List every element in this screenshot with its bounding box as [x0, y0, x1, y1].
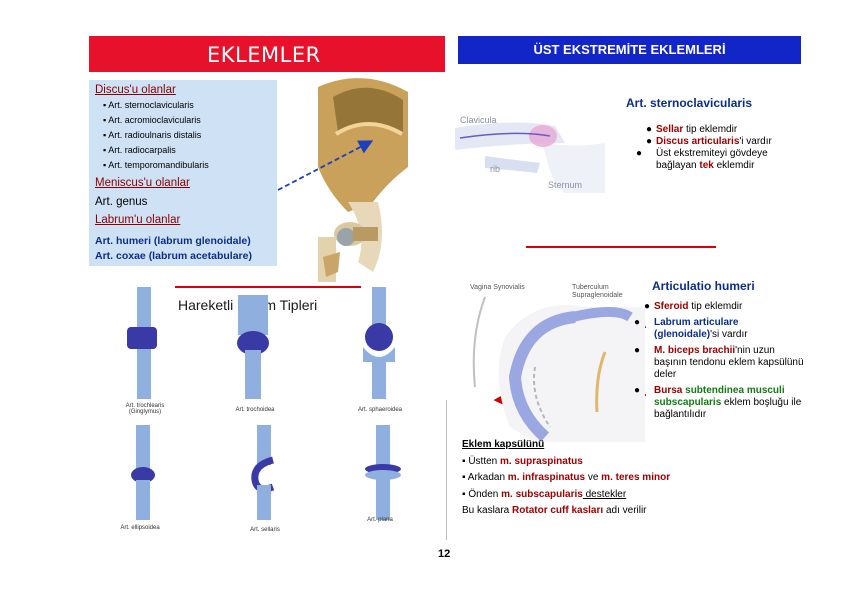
tuberculum-label: Tuberculum Supraglenoidale [572, 284, 623, 299]
shoulder-joint-illustration: Vagina Synovialis [470, 284, 645, 442]
list-item: Art. radiocarpalis [103, 143, 209, 158]
list-item: ▪ Önden m. subscapularis destekler [462, 488, 627, 500]
clavicula-label: Clavicula [460, 115, 497, 125]
humeri-bullets: ●Sferoid tip eklemdir ●Labrum articulare… [634, 301, 804, 421]
list-item: Art. temporomandibularis [103, 158, 209, 173]
hinge-joint-icon [127, 287, 157, 399]
humeri-title: Articulatio humeri [652, 279, 755, 293]
list-item: Art. acromioclavicularis [103, 113, 209, 128]
header-right-banner: ÜST EKSTREMİTE EKLEMLERİ [458, 36, 801, 64]
sterno-title: Art. sternoclavicularis [626, 96, 753, 110]
caption: Art. trochoidea [235, 407, 275, 413]
page-number: 12 [438, 548, 451, 560]
ellipsoid-joint-icon [131, 425, 155, 520]
list-item: ●Sellar tip eklemdir [646, 124, 738, 135]
meniscus-title: Meniscus'u olanlar [95, 177, 190, 189]
caption: Art. trochlearis (Ginglymus) [125, 403, 165, 415]
discus-list: Art. sternoclavicularis Art. acromioclav… [103, 98, 209, 173]
labrum-item: Art. humeri (labrum glenoidale) [95, 235, 251, 247]
list-item: ▪ Üstten m. supraspinatus [462, 455, 583, 467]
list-item: ●Sferoid tip eklemdir [644, 301, 743, 312]
sterno-bullets: ●Sellar tip eklemdir ●Discus articularis… [636, 124, 796, 172]
sternoclavicular-illustration: Clavicula rib Sternum [455, 115, 605, 193]
list-item: ●M. biceps brachii'nin uzun başının tend… [634, 345, 804, 380]
list-item: ▪ Arkadan m. infraspinatus ve m. teres m… [462, 472, 671, 483]
capsule-title: Eklem kapsülünü [462, 439, 545, 450]
saddle-joint-icon [251, 425, 275, 520]
sternum-label: Sternum [548, 180, 582, 190]
caption: Art. plana [367, 517, 393, 523]
list-item: ●Üst ekstremiteyi gövdeye bağlayan tek e… [636, 148, 768, 171]
caption: Art. sellaris [250, 527, 280, 533]
divider [526, 246, 716, 248]
plane-joint-icon [365, 425, 401, 520]
section-title: ÜST EKSTREMİTE EKLEMLERİ [533, 42, 726, 57]
list-item: Art. sternoclavicularis [103, 98, 209, 113]
vertical-divider [446, 400, 447, 540]
list-item: ●Labrum articulare (glenoidale)'si vardı… [634, 317, 748, 340]
page-title: EKLEMLER [207, 43, 321, 67]
rib-label: rib [490, 164, 500, 174]
joint-types-panel: Art. trochlearis (Ginglymus) Art. trocho… [105, 275, 435, 540]
caption: Art. ellipsoidea [120, 525, 160, 531]
list-item: ●Bursa subtendinea musculi subscapularis… [634, 385, 802, 420]
divider [175, 286, 361, 288]
capsule-text: Eklem kapsülünü ▪ Üstten m. supraspinatu… [462, 437, 772, 520]
header-left-banner: EKLEMLER [89, 36, 445, 72]
labrum-title: Labrum'u olanlar [95, 214, 181, 226]
list-item: Bu kaslara Rotator cuff kasları adı veri… [462, 505, 647, 516]
vagina-label: Vagina Synovialis [470, 284, 525, 291]
list-item: ●Discus articularis'i vardır [646, 136, 772, 147]
ball-joint-icon [363, 287, 395, 399]
labrum-item: Art. coxae (labrum acetabulare) [95, 250, 252, 262]
discus-title: Discus'u olanlar [95, 84, 176, 96]
meniscus-item: Art. genus [95, 196, 148, 208]
pivot-joint-icon [237, 295, 269, 399]
list-item: Art. radioulnaris distalis [103, 128, 209, 143]
caption: Art. sphaeroidea [357, 407, 403, 413]
